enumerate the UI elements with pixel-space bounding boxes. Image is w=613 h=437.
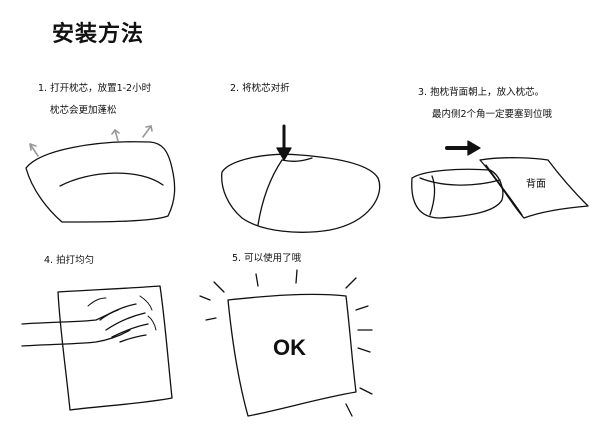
page-title: 安装方法 <box>52 22 145 47</box>
step-4-pat-illustration <box>21 285 173 411</box>
step-5-done-illustration: OK <box>199 269 373 417</box>
step-4-text: 4. 拍打均匀 <box>44 250 94 272</box>
step-5-line-1: 5. 可以使用了哦 <box>232 253 302 264</box>
back-side-label: 背面 <box>526 177 546 190</box>
ok-label: OK <box>273 335 306 360</box>
step-3-text: 3. 抱枕背面朝上，放入枕芯。 最内侧2个角一定要塞到位哦 <box>418 82 552 126</box>
step-1-text: 1. 打开枕芯，放置1-2小时 枕芯会更加蓬松 <box>38 78 151 122</box>
step-3-line-1: 3. 抱枕背面朝上，放入枕芯。 <box>418 87 545 98</box>
step-4-line-1: 4. 拍打均匀 <box>44 255 95 266</box>
step-1-line-2: 枕芯会更加蓬松 <box>50 105 117 116</box>
step-2-fold-illustration <box>221 124 381 233</box>
step-2-line-1: 2. 将枕芯对折 <box>230 83 290 94</box>
step-1-pillow-illustration <box>25 125 176 223</box>
step-2-text: 2. 将枕芯对折 <box>230 78 290 100</box>
step-3-line-2: 最内侧2个角一定要塞到位哦 <box>432 109 553 120</box>
step-5-text: 5. 可以使用了哦 <box>232 248 301 270</box>
step-1-line-1: 1. 打开枕芯，放置1-2小时 <box>38 83 152 94</box>
step-3-insert-illustration: 背面 <box>411 140 589 219</box>
